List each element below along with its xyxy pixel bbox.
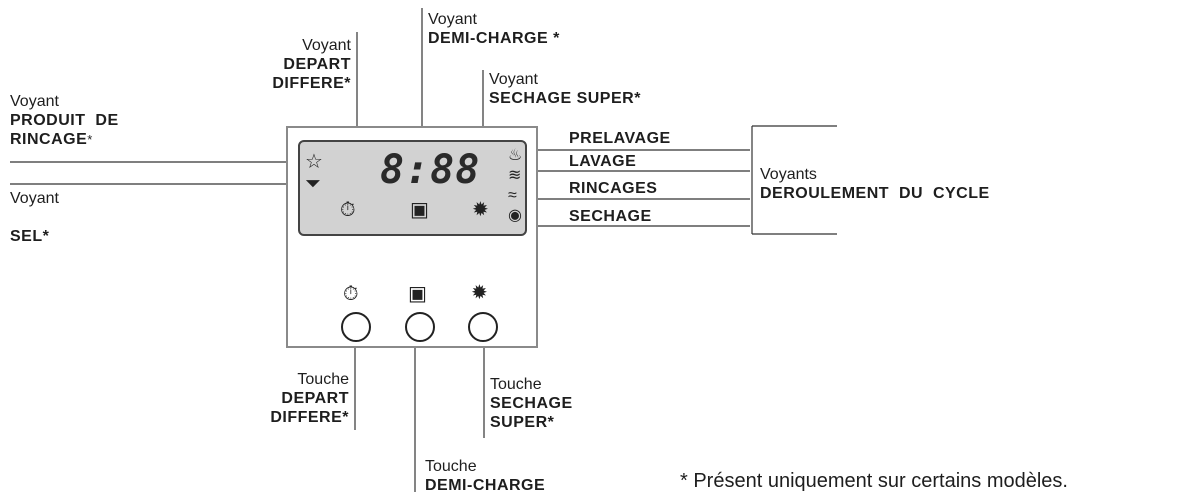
label-voyant-sel: Voyant SEL* [10,190,59,245]
cycle-step-lavage: LAVAGE [569,153,637,170]
delayed-start-clock-icon: ⏱ [343,283,359,305]
sun-burst-icon: ✹ [472,199,489,221]
sun-burst-icon: ✹ [471,282,488,304]
label-touche-sechage-super: Touche SECHAGE SUPER* [490,376,573,431]
star-outline-icon: ☆ [305,151,323,173]
demi-charge-button[interactable] [405,312,435,342]
label-voyants-deroulement-cycle: Voyants DEROULEMENT DU CYCLE [760,166,990,202]
lcd-display [298,140,527,236]
cycle-step-rincages: RINCAGES [569,180,658,197]
label-touche-demi-charge: Touche DEMI-CHARGE [425,458,546,494]
label-voyant-produit-rincage: Voyant PRODUIT DE RINCAGE* [10,93,119,148]
prewash-icon: ♨ [508,147,523,164]
cycle-step-prelavage: PRELAVAGE [569,130,671,147]
label-voyant-sechage-super: Voyant SECHAGE SUPER* [489,71,641,107]
rinse-icon: ≈ [508,187,517,204]
salt-container-icon: ⏷ [305,173,321,195]
wash-icon: ≋ [508,167,522,184]
dry-icon: ◉ [508,207,522,224]
delayed-start-clock-icon: ⏱ [340,199,356,221]
label-voyant-demi-charge: Voyant DEMI-CHARGE * [428,11,560,47]
label-voyant-depart-differe: Voyant DEPART DIFFERE* [272,37,351,92]
footnote: * Présent uniquement sur certains modèle… [680,470,1068,492]
half-load-basket-icon: ▣ [410,199,429,221]
half-load-basket-icon: ▣ [408,283,427,305]
depart-differe-button[interactable] [341,312,371,342]
label-touche-depart-differe: Touche DEPART DIFFERE* [270,371,349,426]
lcd-digits: 8:88 [380,147,481,193]
cycle-step-sechage: SECHAGE [569,208,652,225]
sechage-super-button[interactable] [468,312,498,342]
